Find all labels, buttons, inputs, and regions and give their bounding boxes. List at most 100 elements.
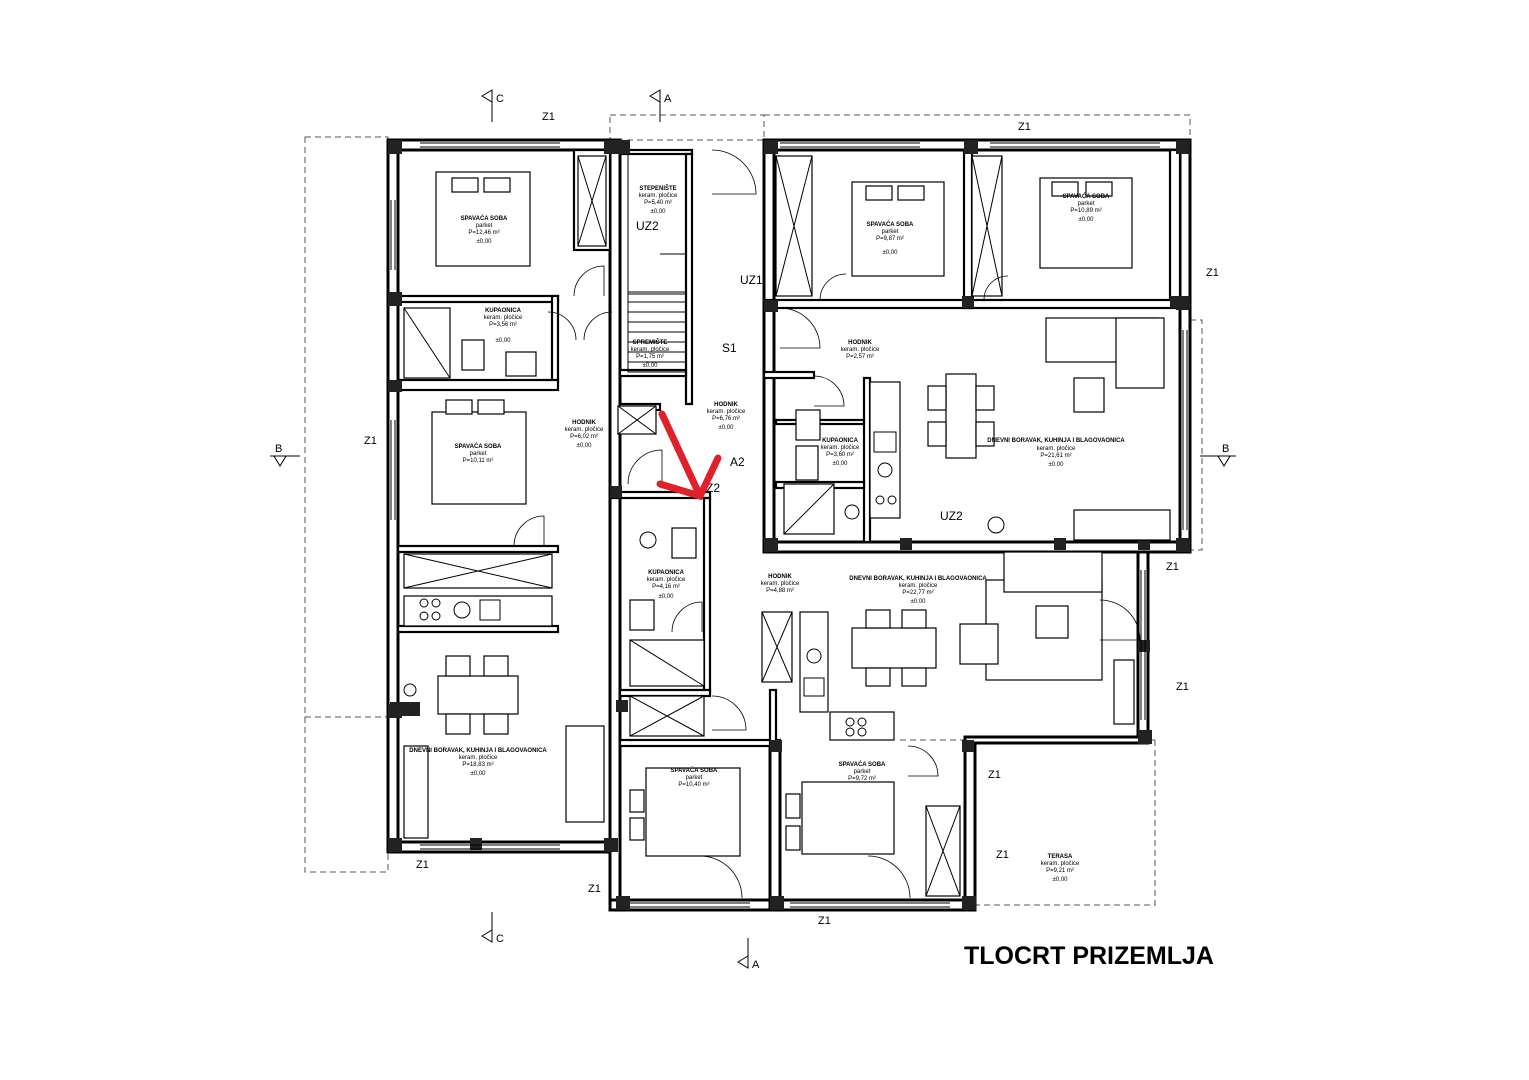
beds [431,171,1133,857]
section-c-bottom: C [496,933,504,945]
svg-text:P=2,57 m²: P=2,57 m² [846,354,874,360]
tag-z1: Z1 [1176,681,1189,693]
tag-z1: Z1 [1166,561,1179,573]
room-label: SPAVAĆA SOBA parket P=10,40 m² [671,766,718,788]
svg-text:keram. pločice: keram. pločice [565,427,604,433]
tag-uz1: UZ1 [740,273,763,287]
tag-z1: Z1 [364,435,377,447]
svg-text:P=10,40 m²: P=10,40 m² [678,782,709,788]
svg-text:P=18,83 m²: P=18,83 m² [462,762,493,768]
svg-text:keram. pločice: keram. pločice [821,445,860,451]
svg-text:±0,00: ±0,00 [911,599,927,605]
section-c-top: C [496,93,504,105]
svg-text:keram. pločice: keram. pločice [841,347,880,353]
tag-z1: Z1 [818,915,831,927]
wardrobes [403,155,1003,897]
svg-text:keram. pločice: keram. pločice [1037,446,1076,452]
svg-text:±0,00: ±0,00 [1079,217,1095,223]
svg-text:parket: parket [854,769,871,775]
svg-text:KUPAONICA: KUPAONICA [648,570,685,576]
room-label: HODNIK keram. pločice P=4,88 m² [761,574,800,594]
room-label: HODNIK keram. pločice P=6,02 m² ±0,00 [565,420,604,449]
svg-text:keram. pločice: keram. pločice [484,315,523,321]
svg-text:±0,00: ±0,00 [719,425,735,431]
svg-text:P=21,61 m²: P=21,61 m² [1040,453,1071,459]
svg-text:SPAVAĆA SOBA: SPAVAĆA SOBA [461,214,508,222]
section-a-bottom: A [752,959,760,971]
svg-text:±0,00: ±0,00 [1053,877,1069,883]
room-label: TERASA keram. pločice P=9,21 m² ±0,00 [1041,854,1080,883]
svg-text:STEPENIŠTE: STEPENIŠTE [639,184,676,192]
svg-text:HODNIK: HODNIK [848,340,872,346]
room-label: SPAVAĆA SOBA parket P=10,11 m² [455,442,502,464]
svg-text:±0,00: ±0,00 [659,594,675,600]
svg-text:P=4,88 m²: P=4,88 m² [766,588,794,594]
svg-text:±0,00: ±0,00 [833,461,849,467]
room-label: SPAVAĆA SOBA parket P=9,87 m² ±0,00 [867,220,914,256]
tag-z1: Z1 [588,883,601,895]
svg-text:±0,00: ±0,00 [577,443,593,449]
svg-text:±0,00: ±0,00 [471,771,487,777]
svg-text:P=12,46 m²: P=12,46 m² [468,230,499,236]
svg-text:keram. pločice: keram. pločice [1041,861,1080,867]
room-label: KUPAONICA keram. pločice P=3,60 m² ±0,00 [821,438,860,467]
svg-text:SPAVAĆA SOBA: SPAVAĆA SOBA [455,442,502,450]
red-arrow-icon [656,410,722,501]
svg-text:P=6,02 m²: P=6,02 m² [570,434,598,440]
svg-text:keram. pločice: keram. pločice [639,193,678,199]
svg-text:SPAVAĆA SOBA: SPAVAĆA SOBA [1063,192,1110,200]
room-label: SPAVAĆA SOBA parket P=10,89 m² ±0,00 [1063,192,1110,223]
svg-text:SPAVAĆA SOBA: SPAVAĆA SOBA [867,220,914,228]
tag-z1: Z1 [996,849,1009,861]
svg-text:HODNIK: HODNIK [768,574,792,580]
tag-z1: Z1 [988,769,1001,781]
doors [513,149,1141,899]
tag-z1: Z1 [416,859,429,871]
svg-text:DNEVNI BORAVAK, KUHINJA I BLAG: DNEVNI BORAVAK, KUHINJA I BLAGOVAONICA [849,576,987,582]
room-label: HODNIK keram. pločice P=6,76 m² ±0,00 [707,402,746,431]
svg-text:±0,00: ±0,00 [1049,462,1065,468]
room-label: DNEVNI BORAVAK, KUHINJA I BLAGOVAONICA k… [849,576,987,605]
room-label: SPAVAĆA SOBA parket P=9,72 m² [839,760,886,782]
svg-text:SPAVAĆA SOBA: SPAVAĆA SOBA [839,760,886,768]
svg-text:keram. pločice: keram. pločice [631,347,670,353]
svg-text:SPAVAĆA SOBA: SPAVAĆA SOBA [671,766,718,774]
tag-z2: Z2 [706,481,720,495]
svg-text:keram. pločice: keram. pločice [899,583,938,589]
svg-text:±0,00: ±0,00 [477,239,493,245]
svg-text:±0,00: ±0,00 [643,363,659,369]
kitchen-sanitary [403,307,1005,741]
windows [390,142,1188,908]
room-label: HODNIK keram. pločice P=2,57 m² [841,340,880,360]
tag-z1: Z1 [1018,121,1031,133]
svg-text:TERASA: TERASA [1048,854,1073,860]
svg-text:P=3,56 m²: P=3,56 m² [489,322,517,328]
svg-text:P=3,60 m²: P=3,60 m² [826,452,854,458]
room-label: STEPENIŠTE keram. pločice P=5,40 m² ±0,0… [639,184,678,215]
svg-text:DNEVNI BORAVAK, KUHINJA I BLAG: DNEVNI BORAVAK, KUHINJA I BLAGOVAONICA [409,748,547,754]
section-a-top: A [664,93,672,105]
svg-text:keram. pločice: keram. pločice [647,577,686,583]
room-label: KUPAONICA keram. pločice P=3,56 m² ±0,00 [484,308,523,344]
svg-text:P=10,89 m²: P=10,89 m² [1070,208,1101,214]
svg-text:parket: parket [882,229,899,235]
svg-text:DNEVNI BORAVAK, KUHINJA I BLAG: DNEVNI BORAVAK, KUHINJA I BLAGOVAONICA [987,438,1125,444]
svg-text:±0,00: ±0,00 [651,209,667,215]
section-b-right: B [1222,443,1229,455]
section-b-left: B [275,443,282,455]
svg-text:parket: parket [1078,201,1095,207]
living-furniture [403,317,1171,839]
room-label: DNEVNI BORAVAK, KUHINJA I BLAGOVAONICA k… [409,748,547,777]
svg-text:P=4,16 m²: P=4,16 m² [652,584,680,590]
svg-text:KUPAONICA: KUPAONICA [485,308,522,314]
svg-text:HODNIK: HODNIK [714,402,738,408]
room-label: SPAVAĆA SOBA parket P=12,46 m² ±0,00 [461,214,508,245]
tag-z1: Z1 [1206,267,1219,279]
room-label: SPREMIŠTE keram. pločice P=1,75 m² ±0,00 [631,338,670,369]
svg-text:KUPAONICA: KUPAONICA [822,438,859,444]
svg-text:P=10,11 m²: P=10,11 m² [463,458,494,464]
svg-text:HODNIK: HODNIK [572,420,596,426]
tag-s1: S1 [722,341,737,355]
columns [388,140,1190,910]
